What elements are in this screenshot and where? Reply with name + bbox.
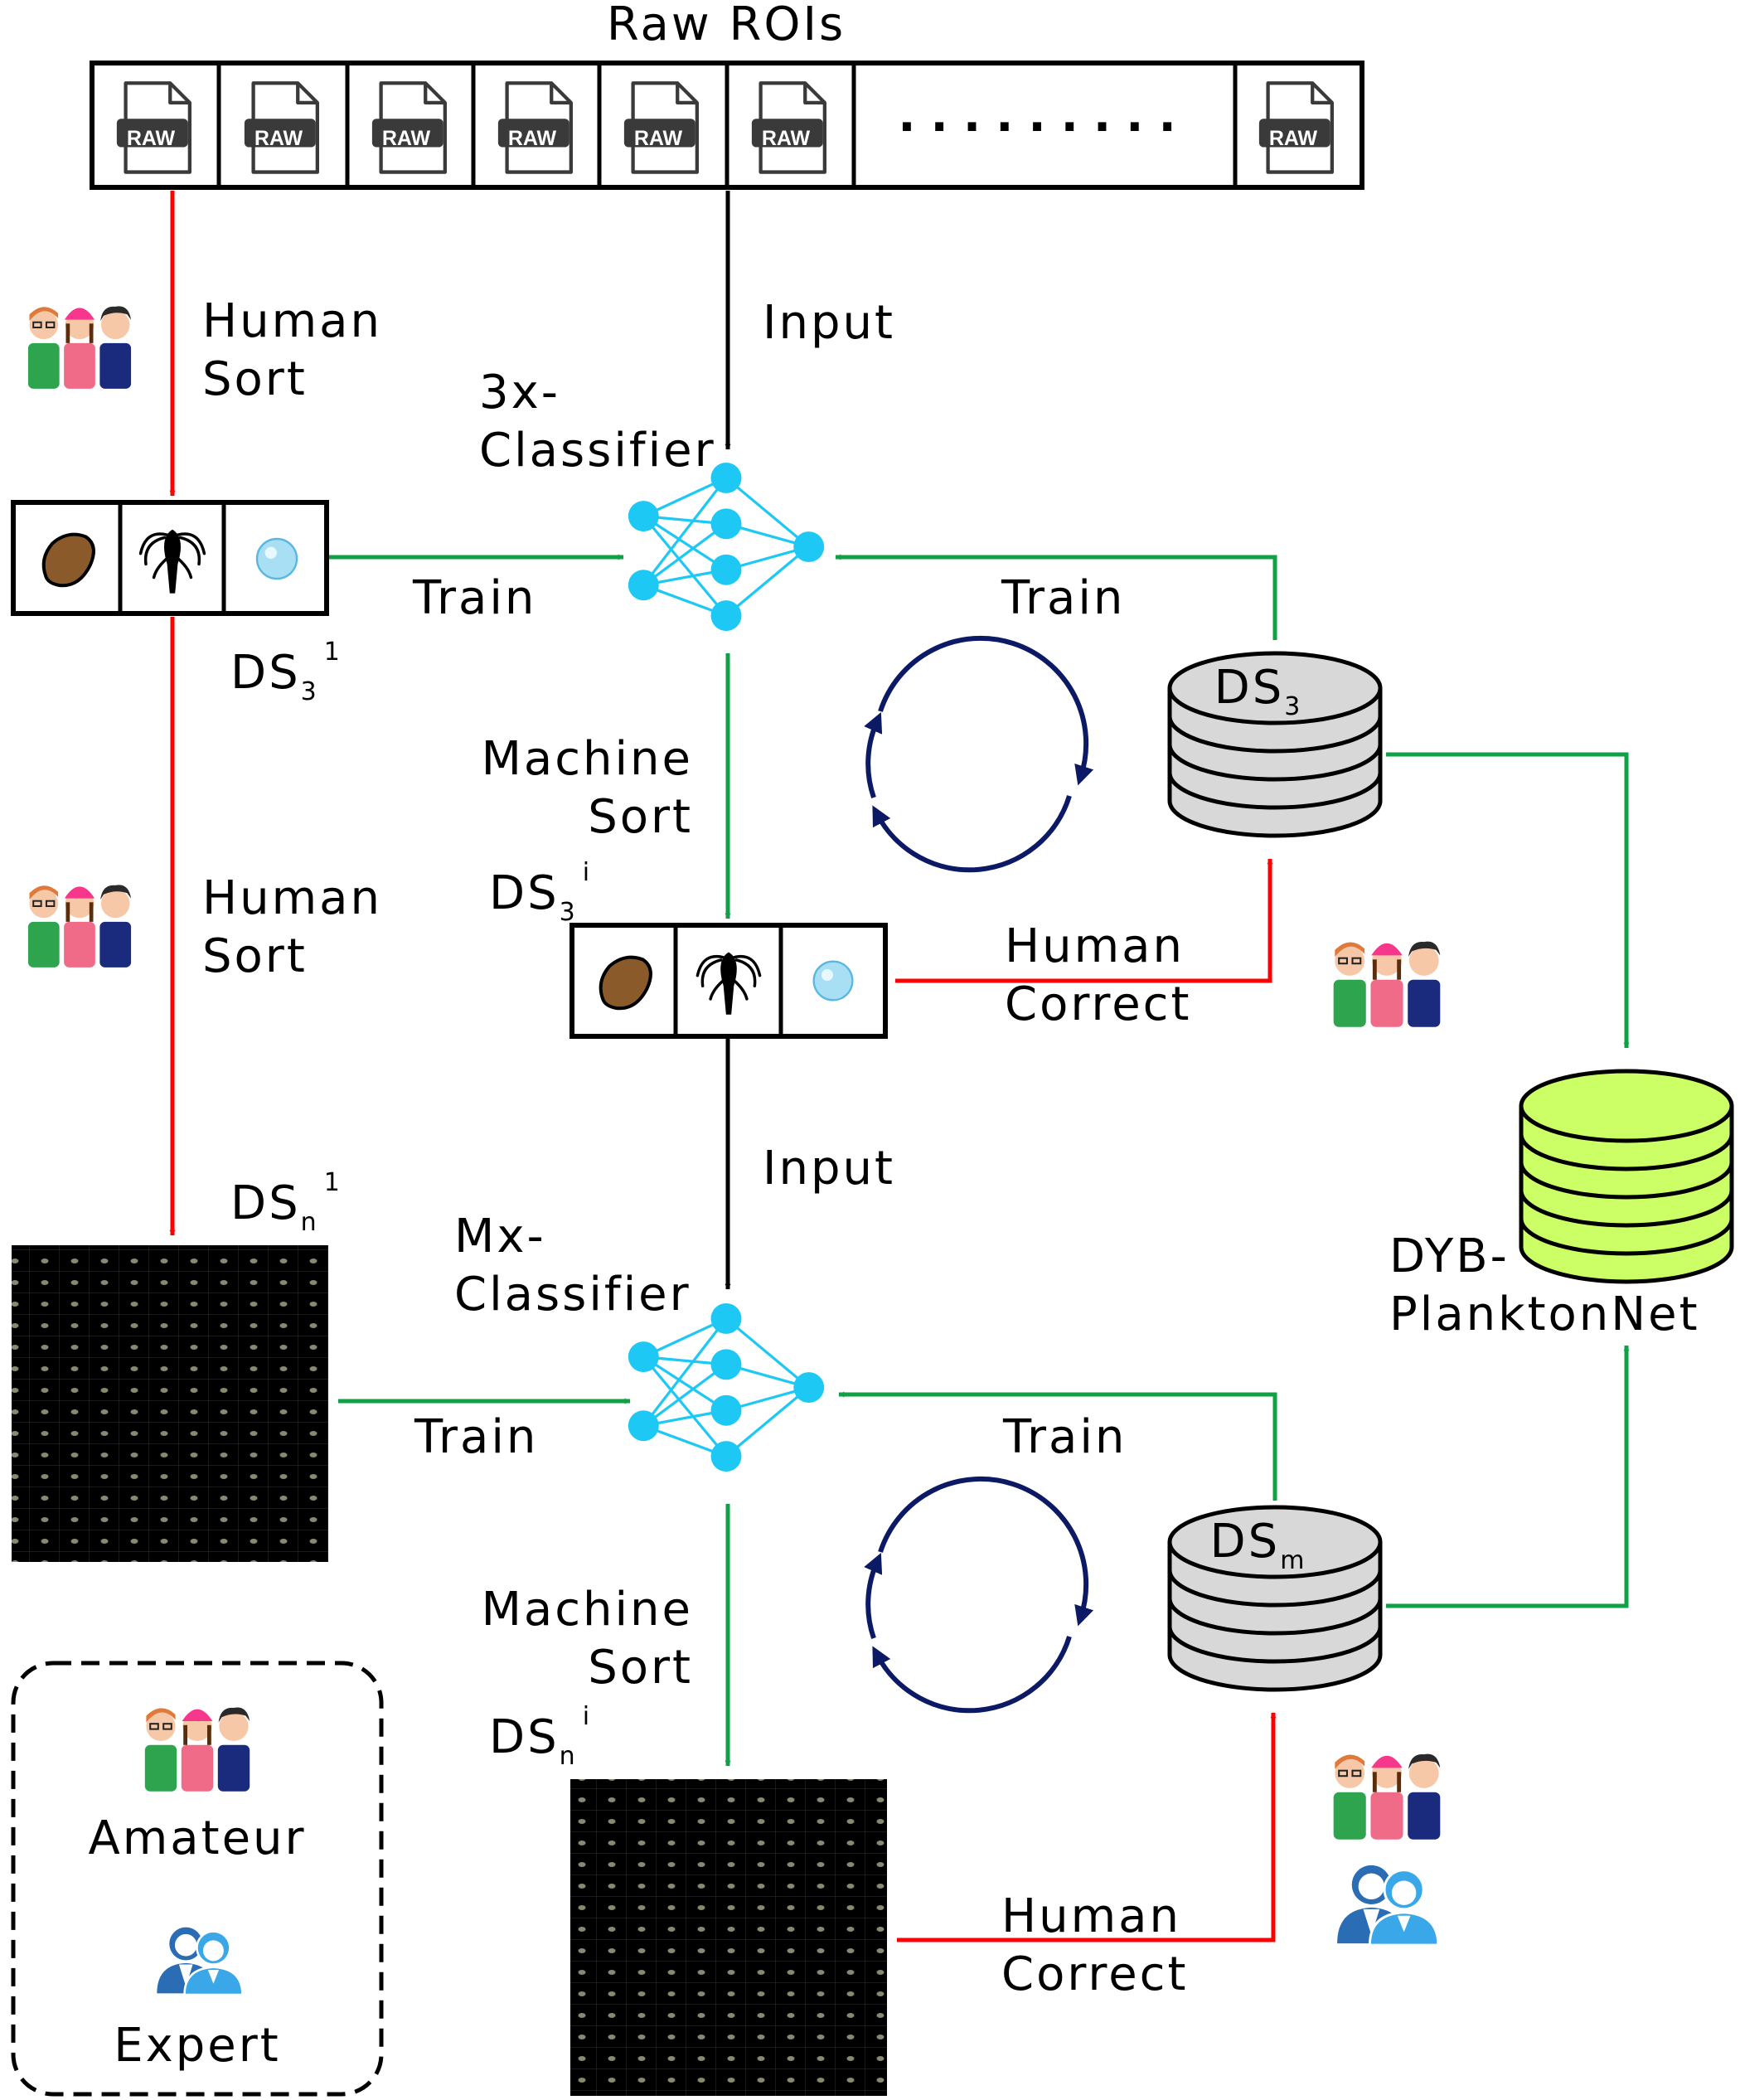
cycle-icon: [864, 635, 1094, 873]
raw-roi-strip: RAW RAW RAW RAW RAW RAW RAW .........: [90, 61, 1364, 190]
amateur-group-icon: [1332, 940, 1442, 1028]
neural-network-icon: [627, 463, 826, 633]
database-icon: DS3: [1167, 651, 1383, 838]
bubble-icon: [255, 537, 298, 580]
arrow-train-2: [835, 554, 1277, 640]
database-icon: [1519, 1069, 1734, 1284]
raw-file-icon: RAW: [752, 83, 825, 172]
bubble-icon: [812, 960, 854, 1002]
raw-label: RAW: [382, 127, 431, 150]
amateur-group-icon: [1332, 1753, 1442, 1841]
input-label: Input: [763, 1142, 895, 1195]
neural-network-icon: [627, 1303, 826, 1473]
raw-label: RAW: [254, 127, 303, 150]
title: Raw ROIs: [607, 0, 846, 51]
arrow-to-dyb-2: [1386, 1345, 1630, 1608]
legend-expert-label: Expert: [114, 2019, 281, 2073]
cycle-icon: [864, 1476, 1094, 1714]
arrow-human-correct-1: [895, 858, 1273, 983]
plankton-grid-icon: [12, 1245, 328, 1562]
amateur-group-icon: [143, 1706, 251, 1792]
dsn-1-label: DSn1: [230, 1168, 342, 1237]
ds3-i-sample-box: [569, 923, 888, 1039]
arrow-to-dyb-1: [1386, 752, 1630, 1049]
raw-file-icon: RAW: [117, 83, 190, 172]
ds3-1-sample-box: [11, 500, 329, 616]
arrow-train-4: [838, 1391, 1277, 1501]
classifier-mx-label: Mx-Classifier: [454, 1210, 691, 1322]
train-label: Train: [1001, 571, 1125, 625]
raw-label: RAW: [762, 127, 811, 150]
ellipsis: .........: [898, 89, 1190, 143]
amateur-group-icon: [27, 305, 133, 390]
input-label: Input: [763, 296, 895, 350]
classifier-3x-label: 3x-Classifier: [479, 366, 716, 478]
raw-file-icon: RAW: [624, 83, 697, 172]
dyb-planktonnet-label: DYB-PlanktonNet: [1389, 1229, 1700, 1341]
raw-file-icon: RAW: [372, 83, 445, 172]
connectors: [169, 191, 1630, 1942]
plankton-grid-icon: [570, 1779, 887, 2096]
amateur-group-icon: [27, 884, 133, 969]
raw-label: RAW: [1269, 127, 1318, 150]
expert-group-icon: [1335, 1864, 1440, 1947]
train-label: Train: [1002, 1410, 1127, 1464]
arrow-human-correct-2: [897, 1712, 1277, 1942]
raw-label: RAW: [634, 127, 683, 150]
legend: Amateur Expert: [11, 1661, 384, 2097]
database-icon: DSm: [1167, 1505, 1383, 1692]
train-label: Train: [414, 1410, 538, 1464]
ds3-1-label: DS31: [230, 638, 342, 706]
dsn-i-label: DSni: [489, 1702, 592, 1771]
raw-file-icon: RAW: [1259, 83, 1332, 172]
legend-amateur-label: Amateur: [88, 1811, 306, 1865]
ds3-i-label: DS3i: [489, 858, 592, 927]
train-label: Train: [412, 571, 536, 625]
raw-file-icon: RAW: [245, 83, 317, 172]
raw-file-icon: RAW: [498, 83, 571, 172]
raw-label: RAW: [508, 127, 557, 150]
raw-label: RAW: [127, 127, 176, 150]
